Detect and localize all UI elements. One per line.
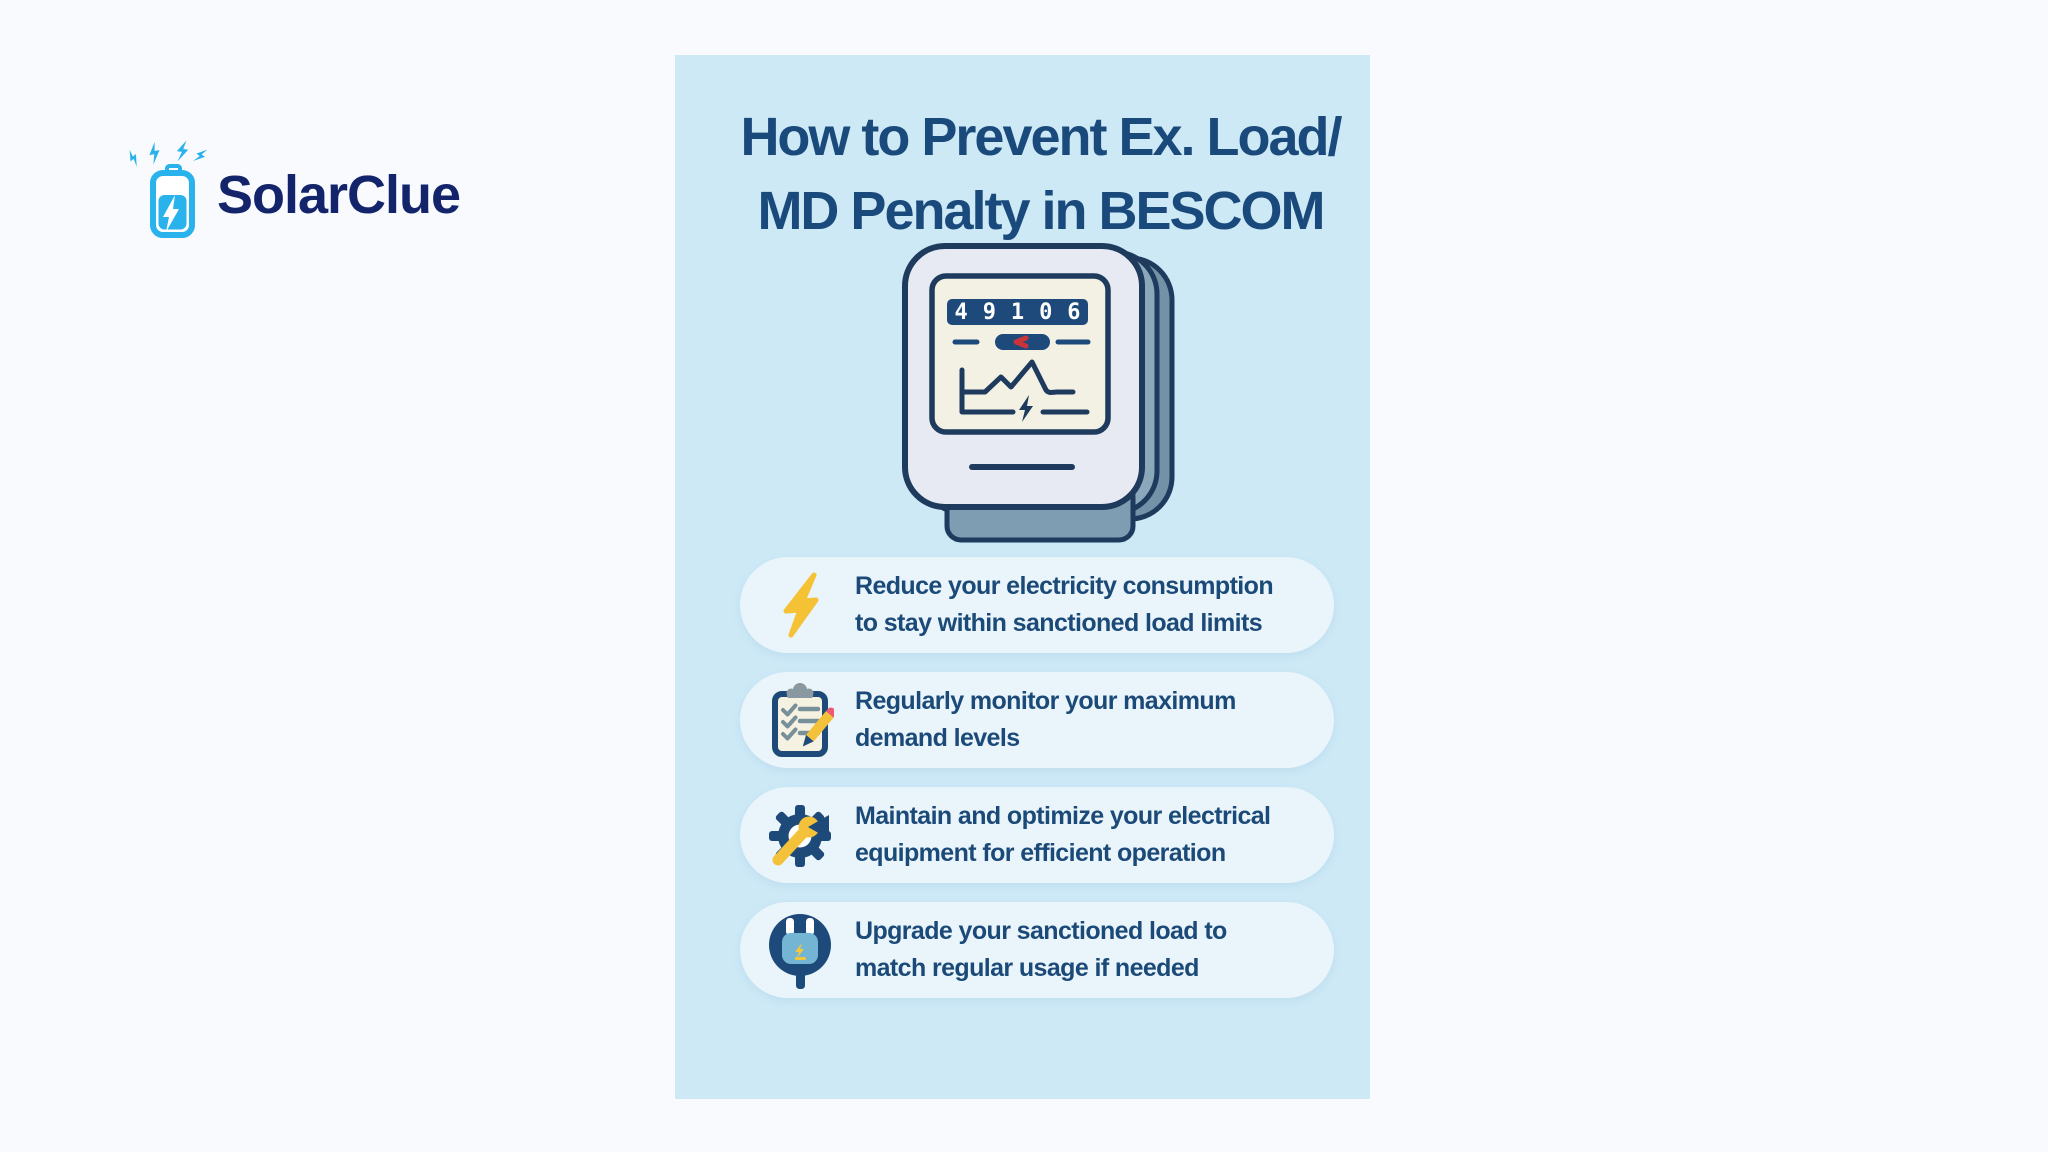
gear-wrench-icon: [764, 800, 836, 870]
tip-text-line2: to stay within sanctioned load limits: [855, 609, 1263, 637]
pencil-icon: [802, 707, 834, 747]
info-panel: How to Prevent Ex. Load/ MD Penalty in B…: [675, 55, 1370, 1099]
page-title-line2: MD Penalty in BESCOM: [757, 181, 1325, 241]
brand-name: SolarClue: [217, 165, 461, 225]
power-plug-icon: [764, 909, 836, 991]
tips-list: Reduce your electricity consumption to s…: [740, 557, 1334, 998]
tip-card-upgrade-load: Upgrade your sanctioned load to match re…: [740, 902, 1334, 998]
page-title-line1: How to Prevent Ex. Load/: [740, 107, 1342, 167]
demand-curve: [959, 359, 1076, 395]
tip-text-line1: Regularly monitor your maximum: [855, 687, 1236, 715]
electricity-meter-illustration: 49106: [902, 243, 1175, 543]
lightning-bolt-icon: [764, 572, 836, 638]
tip-text-line2: demand levels: [855, 724, 1020, 752]
tip-card-reduce-consumption: Reduce your electricity consumption to s…: [740, 557, 1334, 653]
battery-lightning-icon: [124, 139, 210, 238]
tip-card-maintain-equipment: Maintain and optimize your electrical eq…: [740, 787, 1334, 883]
tip-text-line1: Upgrade your sanctioned load to: [855, 917, 1227, 945]
clipboard-checklist-icon: [764, 682, 836, 758]
tip-text-line1: Maintain and optimize your electrical: [855, 802, 1271, 830]
tip-text-line2: equipment for efficient operation: [855, 839, 1226, 867]
chart-lightning-icon: [1019, 395, 1033, 422]
solarclue-logo: SolarClue: [123, 133, 523, 248]
page-title: How to Prevent Ex. Load/ MD Penalty in B…: [675, 100, 1370, 248]
tip-text-line1: Reduce your electricity consumption: [855, 572, 1274, 600]
tip-card-monitor-demand: Regularly monitor your maximum demand le…: [740, 672, 1334, 768]
red-arrow-icon: [1013, 335, 1029, 349]
tip-text-line2: match regular usage if needed: [855, 954, 1199, 982]
